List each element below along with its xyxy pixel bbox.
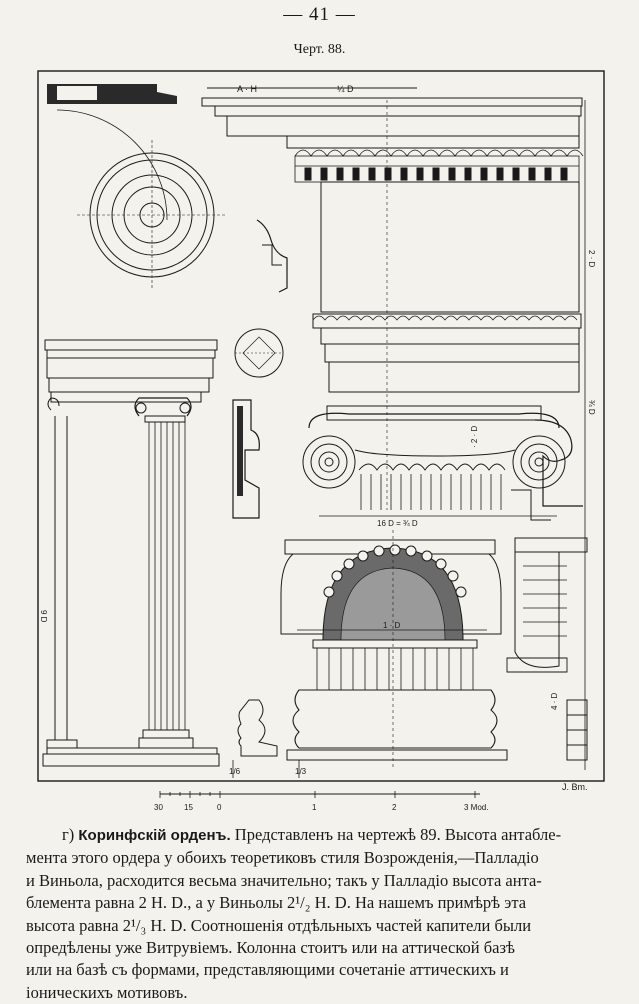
ionic-order-drawing: A · H ¼ D xyxy=(37,70,605,782)
text-line: или на базѣ съ формами, представляющими … xyxy=(26,960,509,980)
dim-left-column: 9 D xyxy=(39,610,48,623)
text-line: мента этого ордера у обоихъ теоретиковъ … xyxy=(26,848,539,868)
fraction-right: 1/3 xyxy=(295,767,307,776)
body-text: г) Коринфскій орденъ. Представленъ на че… xyxy=(26,824,617,1004)
abacus-width-label: 16 D = ¾ D xyxy=(377,519,418,528)
base-profile xyxy=(237,699,278,757)
entablature xyxy=(201,97,584,510)
dim-right-mid: ¾ D xyxy=(587,400,596,415)
volute-height-label: · 2 · D xyxy=(470,426,479,448)
ionic-capital: 16 D = ¾ D · 2 · D xyxy=(302,405,566,528)
text-line: и Виньола, расходится весьма значительно… xyxy=(26,870,542,890)
volute-plan xyxy=(77,140,227,290)
page-number: — 41 — xyxy=(283,4,356,25)
dim-right-top: 2 · D xyxy=(587,250,596,268)
volute-right xyxy=(512,435,566,489)
rosette-detail xyxy=(234,328,284,378)
scale-tick-0: 0 xyxy=(217,803,222,812)
leaf-profile xyxy=(534,419,583,507)
text-line: высота равна 2¹/₃ Н. D. Соотношенія отдѣ… xyxy=(26,915,532,935)
dim-label-b: ¼ D xyxy=(337,84,354,94)
fraction-left: 1/6 xyxy=(229,767,241,776)
dim-right-low: 4 · D xyxy=(550,692,559,710)
figure-caption: Черт. 88. xyxy=(293,42,346,57)
text-line: блемента равна 2 Н. D., а у Виньолы 2¹/₂… xyxy=(26,893,527,913)
figure-frame xyxy=(37,70,605,782)
column-elevation: 9 D xyxy=(39,339,220,767)
scale-tick-30: 30 xyxy=(154,803,163,812)
dentils xyxy=(304,167,568,181)
dim-label-a: A · H xyxy=(237,84,257,94)
volute-left xyxy=(302,435,356,489)
text-line: іоническихъ мотивовъ. xyxy=(26,982,188,1002)
scale-tick-3: 3 Mod. xyxy=(464,803,488,812)
text-line: г) Коринфскій орденъ. Представленъ на че… xyxy=(62,825,562,844)
scale-tick-1: 1 xyxy=(312,803,317,812)
moulding-profile-1 xyxy=(256,219,288,293)
text-line: опредѣлены уже Витрувіемъ. Колонна стоит… xyxy=(26,938,515,958)
scale-tick-15: 15 xyxy=(184,803,193,812)
section-heading: Коринфскій орденъ. xyxy=(78,827,231,844)
scale-tick-2: 2 xyxy=(392,803,397,812)
capital-width-label: 1 · D xyxy=(383,621,401,630)
drawing-signature: J. Bm. xyxy=(562,782,588,792)
corinthian-capital: 1 · D xyxy=(280,539,508,761)
scale-bar: 30 15 0 1 2 3 Mod. xyxy=(150,788,490,818)
side-capital-fragment xyxy=(506,537,588,761)
section-profile xyxy=(232,399,260,519)
